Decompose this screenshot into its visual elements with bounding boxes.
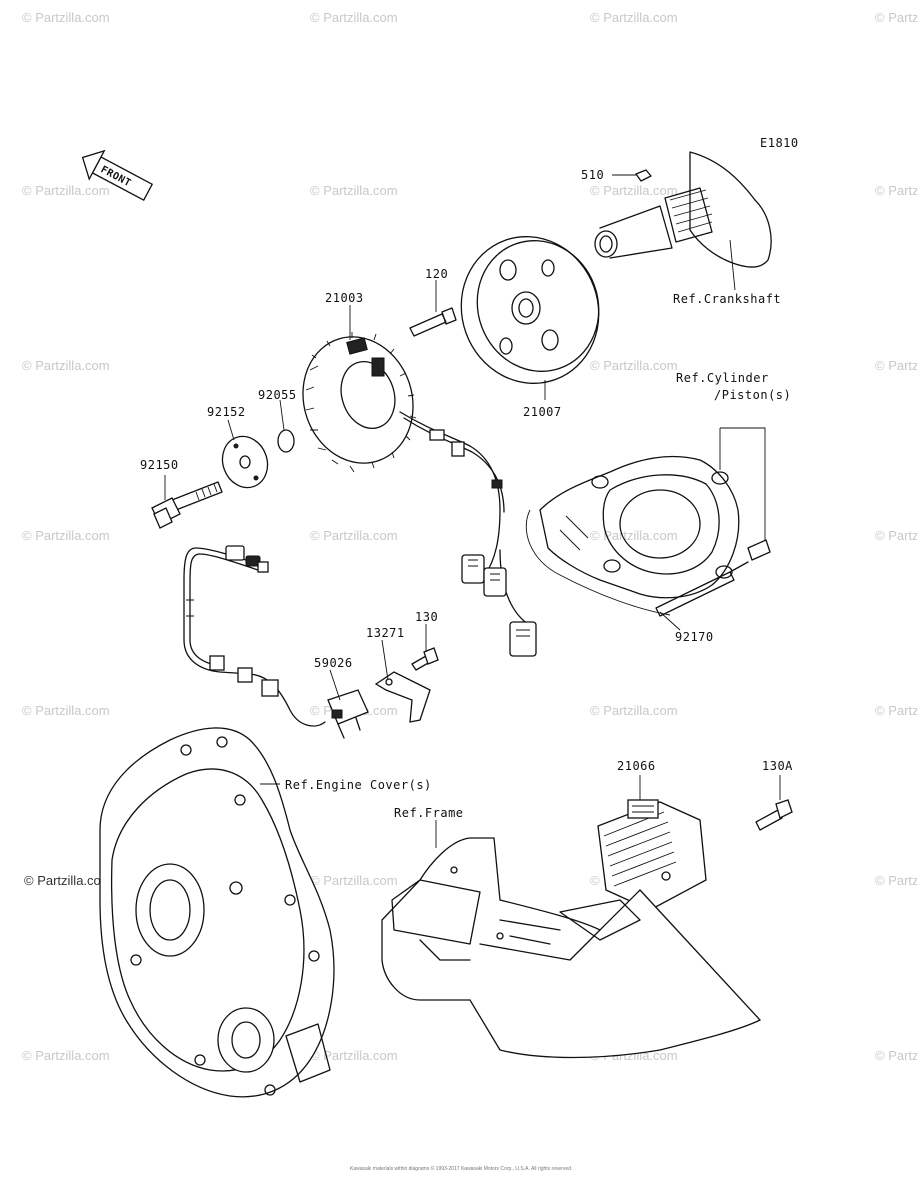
cylinder-reference (525, 455, 740, 616)
frame-reference (381, 837, 762, 1059)
rotor-21007 (460, 236, 600, 384)
front-arrow-icon: FRONT (81, 149, 154, 202)
copyright-notice: Kawasaki materials within diagrams © 199… (350, 1165, 572, 1172)
crankshaft (594, 151, 772, 268)
watermark: © Partzilla.com (310, 10, 398, 25)
part-label: 21007 (523, 405, 562, 419)
watermark: © Partzilla.com (22, 703, 110, 718)
part-label: 21003 (325, 291, 364, 305)
part-label: 92170 (675, 630, 714, 644)
o-ring-92055 (277, 429, 295, 453)
bracket-13271 (374, 671, 431, 723)
part-label: 120 (425, 267, 448, 281)
watermark: © Partzilla.com (22, 528, 110, 543)
watermark: © Partzilla.com (875, 703, 917, 718)
bolt-92150 (151, 481, 223, 529)
watermark: © Partzilla.com (875, 873, 917, 888)
bolt-130a (755, 799, 793, 831)
watermark: © Partzilla.com (310, 528, 398, 543)
pickup-coil-59026 (327, 689, 369, 739)
ref-label-engine-cover: Ref.Engine Cover(s) (285, 778, 432, 792)
part-label: 21066 (617, 759, 656, 773)
watermark: © Partzilla.com (310, 183, 398, 198)
part-label: 59026 (314, 656, 353, 670)
watermark: © Partzilla.com (590, 703, 678, 718)
regulator-21066 (597, 799, 707, 911)
part-label: 92055 (258, 388, 297, 402)
pickup-harness (183, 545, 326, 727)
ref-label-frame: Ref.Frame (394, 806, 464, 820)
stator-harness (399, 411, 537, 657)
watermark: © Partzilla.com (590, 10, 678, 25)
ref-label-piston: /Piston(s) (714, 388, 791, 402)
leader-lines (164, 174, 781, 848)
part-label: 510 (581, 168, 604, 182)
part-labels: 510 120 21003 21007 92152 92055 92150 13… (140, 168, 793, 820)
woodruff-key (635, 169, 652, 182)
part-label: 92150 (140, 458, 179, 472)
part-label: 130A (762, 759, 793, 773)
part-label: 92152 (207, 405, 246, 419)
watermark: © Partzilla.com (590, 358, 678, 373)
watermark: © Partzilla.com (875, 528, 917, 543)
watermark: © Partzilla.com (22, 1048, 110, 1063)
bolt-120 (409, 307, 457, 337)
watermark: © Partzilla.com (875, 183, 917, 198)
watermark-layer: © Partzilla.com © Partzilla.com © Partzi… (22, 10, 917, 1063)
ref-label-crankshaft: Ref.Crankshaft (673, 292, 781, 306)
watermark-strong: © Partzilla.com (24, 873, 112, 888)
ref-label-cylinder: Ref.Cylinder (676, 371, 769, 385)
bolt-92170 (655, 539, 771, 617)
watermark: © Partzilla.com (22, 10, 110, 25)
watermark: © Partzilla.com (875, 358, 917, 373)
part-label: 13271 (366, 626, 405, 640)
part-label: 130 (415, 610, 438, 624)
stator-21003 (302, 332, 417, 473)
watermark: © Partzilla.com (875, 10, 917, 25)
diagram-code: E1810 (760, 136, 799, 150)
watermark: © Partzilla.com (310, 873, 398, 888)
watermark: © Partzilla.com (590, 528, 678, 543)
plate-92152 (221, 435, 269, 489)
watermark: © Partzilla.com (22, 183, 110, 198)
watermark: © Partzilla.com (310, 1048, 398, 1063)
watermark: © Partzilla.com (875, 1048, 917, 1063)
watermark: © Partzilla.com (22, 358, 110, 373)
engine-cover-reference (99, 727, 335, 1098)
screw-130 (411, 647, 439, 671)
watermark: © Partzilla.com (590, 183, 678, 198)
